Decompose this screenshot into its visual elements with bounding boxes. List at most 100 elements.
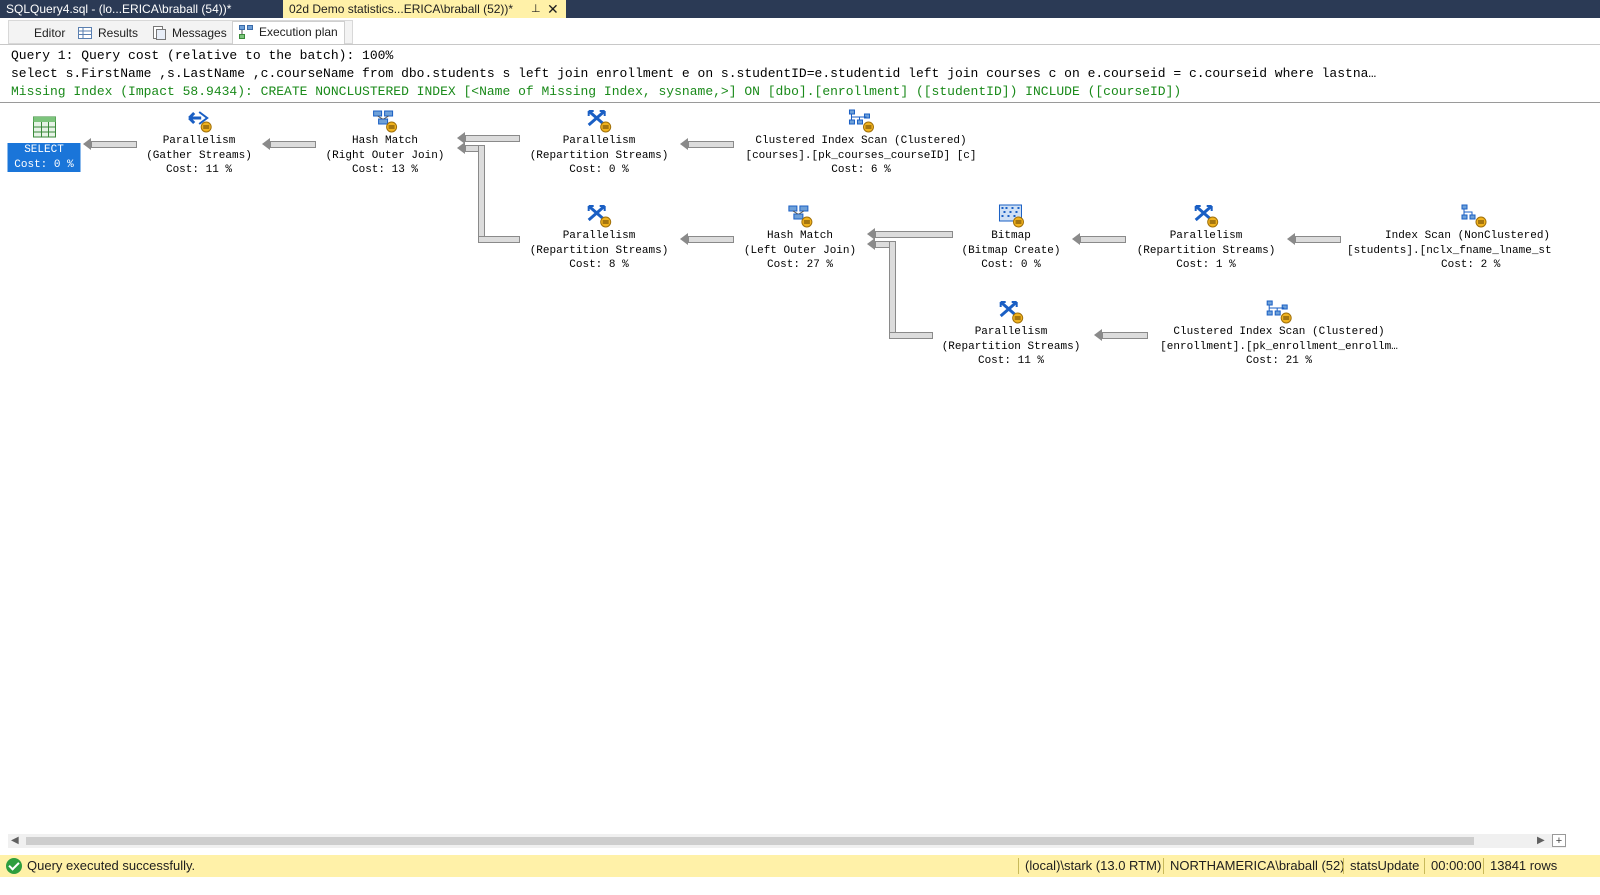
node-subtitle: [enrollment].[pk_enrollment_enrollm… xyxy=(1160,340,1398,353)
execution-plan-icon xyxy=(239,25,253,39)
status-rows: 13841 rows xyxy=(1490,858,1558,873)
node-cost: Cost: 11 % xyxy=(977,355,1044,367)
bitmap-icon xyxy=(998,204,1024,228)
status-bar: Query executed successfully. (local)\sta… xyxy=(0,855,1600,877)
node-cost: Cost: 0 % xyxy=(569,164,629,176)
node-cost: Cost: 27 % xyxy=(766,259,833,271)
tab-messages[interactable]: Messages xyxy=(152,23,227,43)
scroll-left-icon[interactable]: ◀ xyxy=(11,835,19,846)
node-name: Index Scan (NonClustered) xyxy=(1385,230,1551,242)
node-name: SELECT xyxy=(24,144,64,156)
select-table-icon xyxy=(32,116,56,138)
node-subtitle: (Left Outer Join) xyxy=(743,244,857,257)
plan-node-clustered-index-scan-enrollment[interactable]: Clustered Index Scan (Clustered) [enroll… xyxy=(1160,299,1398,369)
plan-node-parallelism-repartition-4[interactable]: Parallelism (Repartition Streams) Cost: … xyxy=(942,299,1080,369)
connector-arrow xyxy=(262,138,316,150)
tab-editor[interactable]: Editor xyxy=(34,23,65,43)
document-tab-bar: SQLQuery4.sql - (lo...ERICA\braball (54)… xyxy=(0,0,1600,18)
connector-arrow xyxy=(680,138,734,150)
divider xyxy=(1343,858,1344,874)
status-message: Query executed successfully. xyxy=(27,858,196,873)
node-subtitle: (Repartition Streams) xyxy=(1136,244,1276,257)
tab-messages-label: Messages xyxy=(172,26,227,40)
query-cost-line: Query 1: Query cost (relative to the bat… xyxy=(11,48,394,63)
node-subtitle: [students].[nclx_fname_lname_st xyxy=(1347,244,1552,257)
connector-arrow xyxy=(1094,329,1148,341)
doc-tab-sqlquery4[interactable]: SQLQuery4.sql - (lo...ERICA\braball (54)… xyxy=(0,0,283,18)
node-subtitle: (Gather Streams) xyxy=(146,149,252,162)
connector-arrow xyxy=(1287,233,1341,245)
connector-segment xyxy=(478,145,485,243)
plan-node-parallelism-gather[interactable]: Parallelism (Gather Streams) Cost: 11 % xyxy=(146,108,252,178)
pin-icon[interactable]: ⊥ xyxy=(531,3,541,15)
connector-segment xyxy=(889,332,933,339)
node-name: Parallelism xyxy=(162,135,236,147)
node-subtitle: (Repartition Streams) xyxy=(529,149,669,162)
node-name: Hash Match xyxy=(351,135,419,147)
plan-node-index-scan-students[interactable]: Index Scan (NonClustered) [students].[nc… xyxy=(1347,203,1600,273)
zoom-plus-button[interactable]: + xyxy=(1552,834,1566,847)
node-cost: Cost: 13 % xyxy=(351,164,419,176)
node-name: Parallelism xyxy=(974,326,1048,338)
node-subtitle: (Bitmap Create) xyxy=(961,244,1061,257)
clustered-index-scan-icon xyxy=(848,109,874,133)
hash-match-icon xyxy=(788,205,813,228)
connector-arrow xyxy=(83,138,137,150)
parallelism-repartition-icon xyxy=(1195,204,1219,228)
node-cost: Cost: 11 % xyxy=(165,164,232,176)
node-cost: Cost: 0 % xyxy=(981,259,1041,271)
parallelism-gather-icon xyxy=(187,111,212,133)
connector-arrow xyxy=(680,233,734,245)
parallelism-repartition-icon xyxy=(1000,300,1024,324)
index-scan-icon xyxy=(1461,204,1487,228)
node-cost: Cost: 2 % xyxy=(1441,259,1501,271)
plan-node-hash-match-left[interactable]: Hash Match (Left Outer Join) Cost: 27 % xyxy=(744,203,856,273)
divider xyxy=(1483,858,1484,874)
tab-results-label: Results xyxy=(98,26,139,40)
result-tab-bar: Editor Results Messages Execution plan xyxy=(0,18,1600,44)
connector-segment xyxy=(889,241,896,339)
plan-node-parallelism-repartition-1[interactable]: Parallelism (Repartition Streams) Cost: … xyxy=(529,108,669,178)
doc-tab-label: SQLQuery4.sql - (lo...ERICA\braball (54)… xyxy=(6,2,232,16)
plan-node-hash-match-right[interactable]: Hash Match (Right Outer Join) Cost: 13 % xyxy=(325,108,445,178)
node-cost: Cost: 6 % xyxy=(831,164,891,176)
divider xyxy=(1163,858,1164,874)
node-name: Bitmap xyxy=(991,230,1031,242)
node-cost: Cost: 1 % xyxy=(1176,259,1236,271)
node-name: Parallelism xyxy=(562,135,636,147)
plan-node-bitmap[interactable]: Bitmap (Bitmap Create) Cost: 0 % xyxy=(961,203,1061,273)
parallelism-repartition-icon xyxy=(588,204,612,228)
plan-node-parallelism-repartition-2[interactable]: Parallelism (Repartition Streams) Cost: … xyxy=(530,203,668,273)
status-elapsed: 00:00:00 xyxy=(1431,858,1482,873)
missing-index-line[interactable]: Missing Index (Impact 58.9434): CREATE N… xyxy=(11,84,1182,99)
node-name: Parallelism xyxy=(562,230,636,242)
connector-arrow xyxy=(457,132,520,144)
horizontal-scrollbar[interactable]: ◀ ▶ + xyxy=(8,834,1566,848)
scroll-right-icon[interactable]: ▶ xyxy=(1537,835,1545,846)
doc-tab-02d-demo[interactable]: 02d Demo statistics...ERICA\braball (52)… xyxy=(283,0,566,18)
connector-segment xyxy=(478,236,520,243)
status-server: (local)\stark (13.0 RTM) xyxy=(1025,858,1162,873)
plan-node-clustered-index-scan-courses[interactable]: Clustered Index Scan (Clustered) [course… xyxy=(745,108,977,178)
node-name: Clustered Index Scan (Clustered) xyxy=(1173,326,1385,338)
tab-execution-plan-label: Execution plan xyxy=(259,25,338,39)
node-subtitle: (Right Outer Join) xyxy=(325,149,445,162)
doc-tab-label: 02d Demo statistics...ERICA\braball (52)… xyxy=(289,2,514,16)
node-name: Clustered Index Scan (Clustered) xyxy=(755,135,967,147)
plan-node-parallelism-repartition-3[interactable]: Parallelism (Repartition Streams) Cost: … xyxy=(1136,203,1276,273)
divider xyxy=(1424,858,1425,874)
bottom-strip xyxy=(0,877,1600,895)
node-cost: Cost: 8 % xyxy=(569,259,629,271)
scrollbar-thumb[interactable] xyxy=(26,837,1474,845)
close-icon[interactable]: ✕ xyxy=(547,1,559,17)
success-check-icon xyxy=(6,858,22,874)
grid-icon xyxy=(78,27,92,39)
parallelism-repartition-icon xyxy=(588,109,612,133)
connector-arrow xyxy=(867,228,953,240)
plan-header: Query 1: Query cost (relative to the bat… xyxy=(11,47,1376,101)
connector-arrow xyxy=(1072,233,1126,245)
tab-results[interactable]: Results xyxy=(78,23,138,43)
tab-execution-plan[interactable]: Execution plan xyxy=(232,21,345,44)
status-database: statsUpdate xyxy=(1350,858,1420,873)
